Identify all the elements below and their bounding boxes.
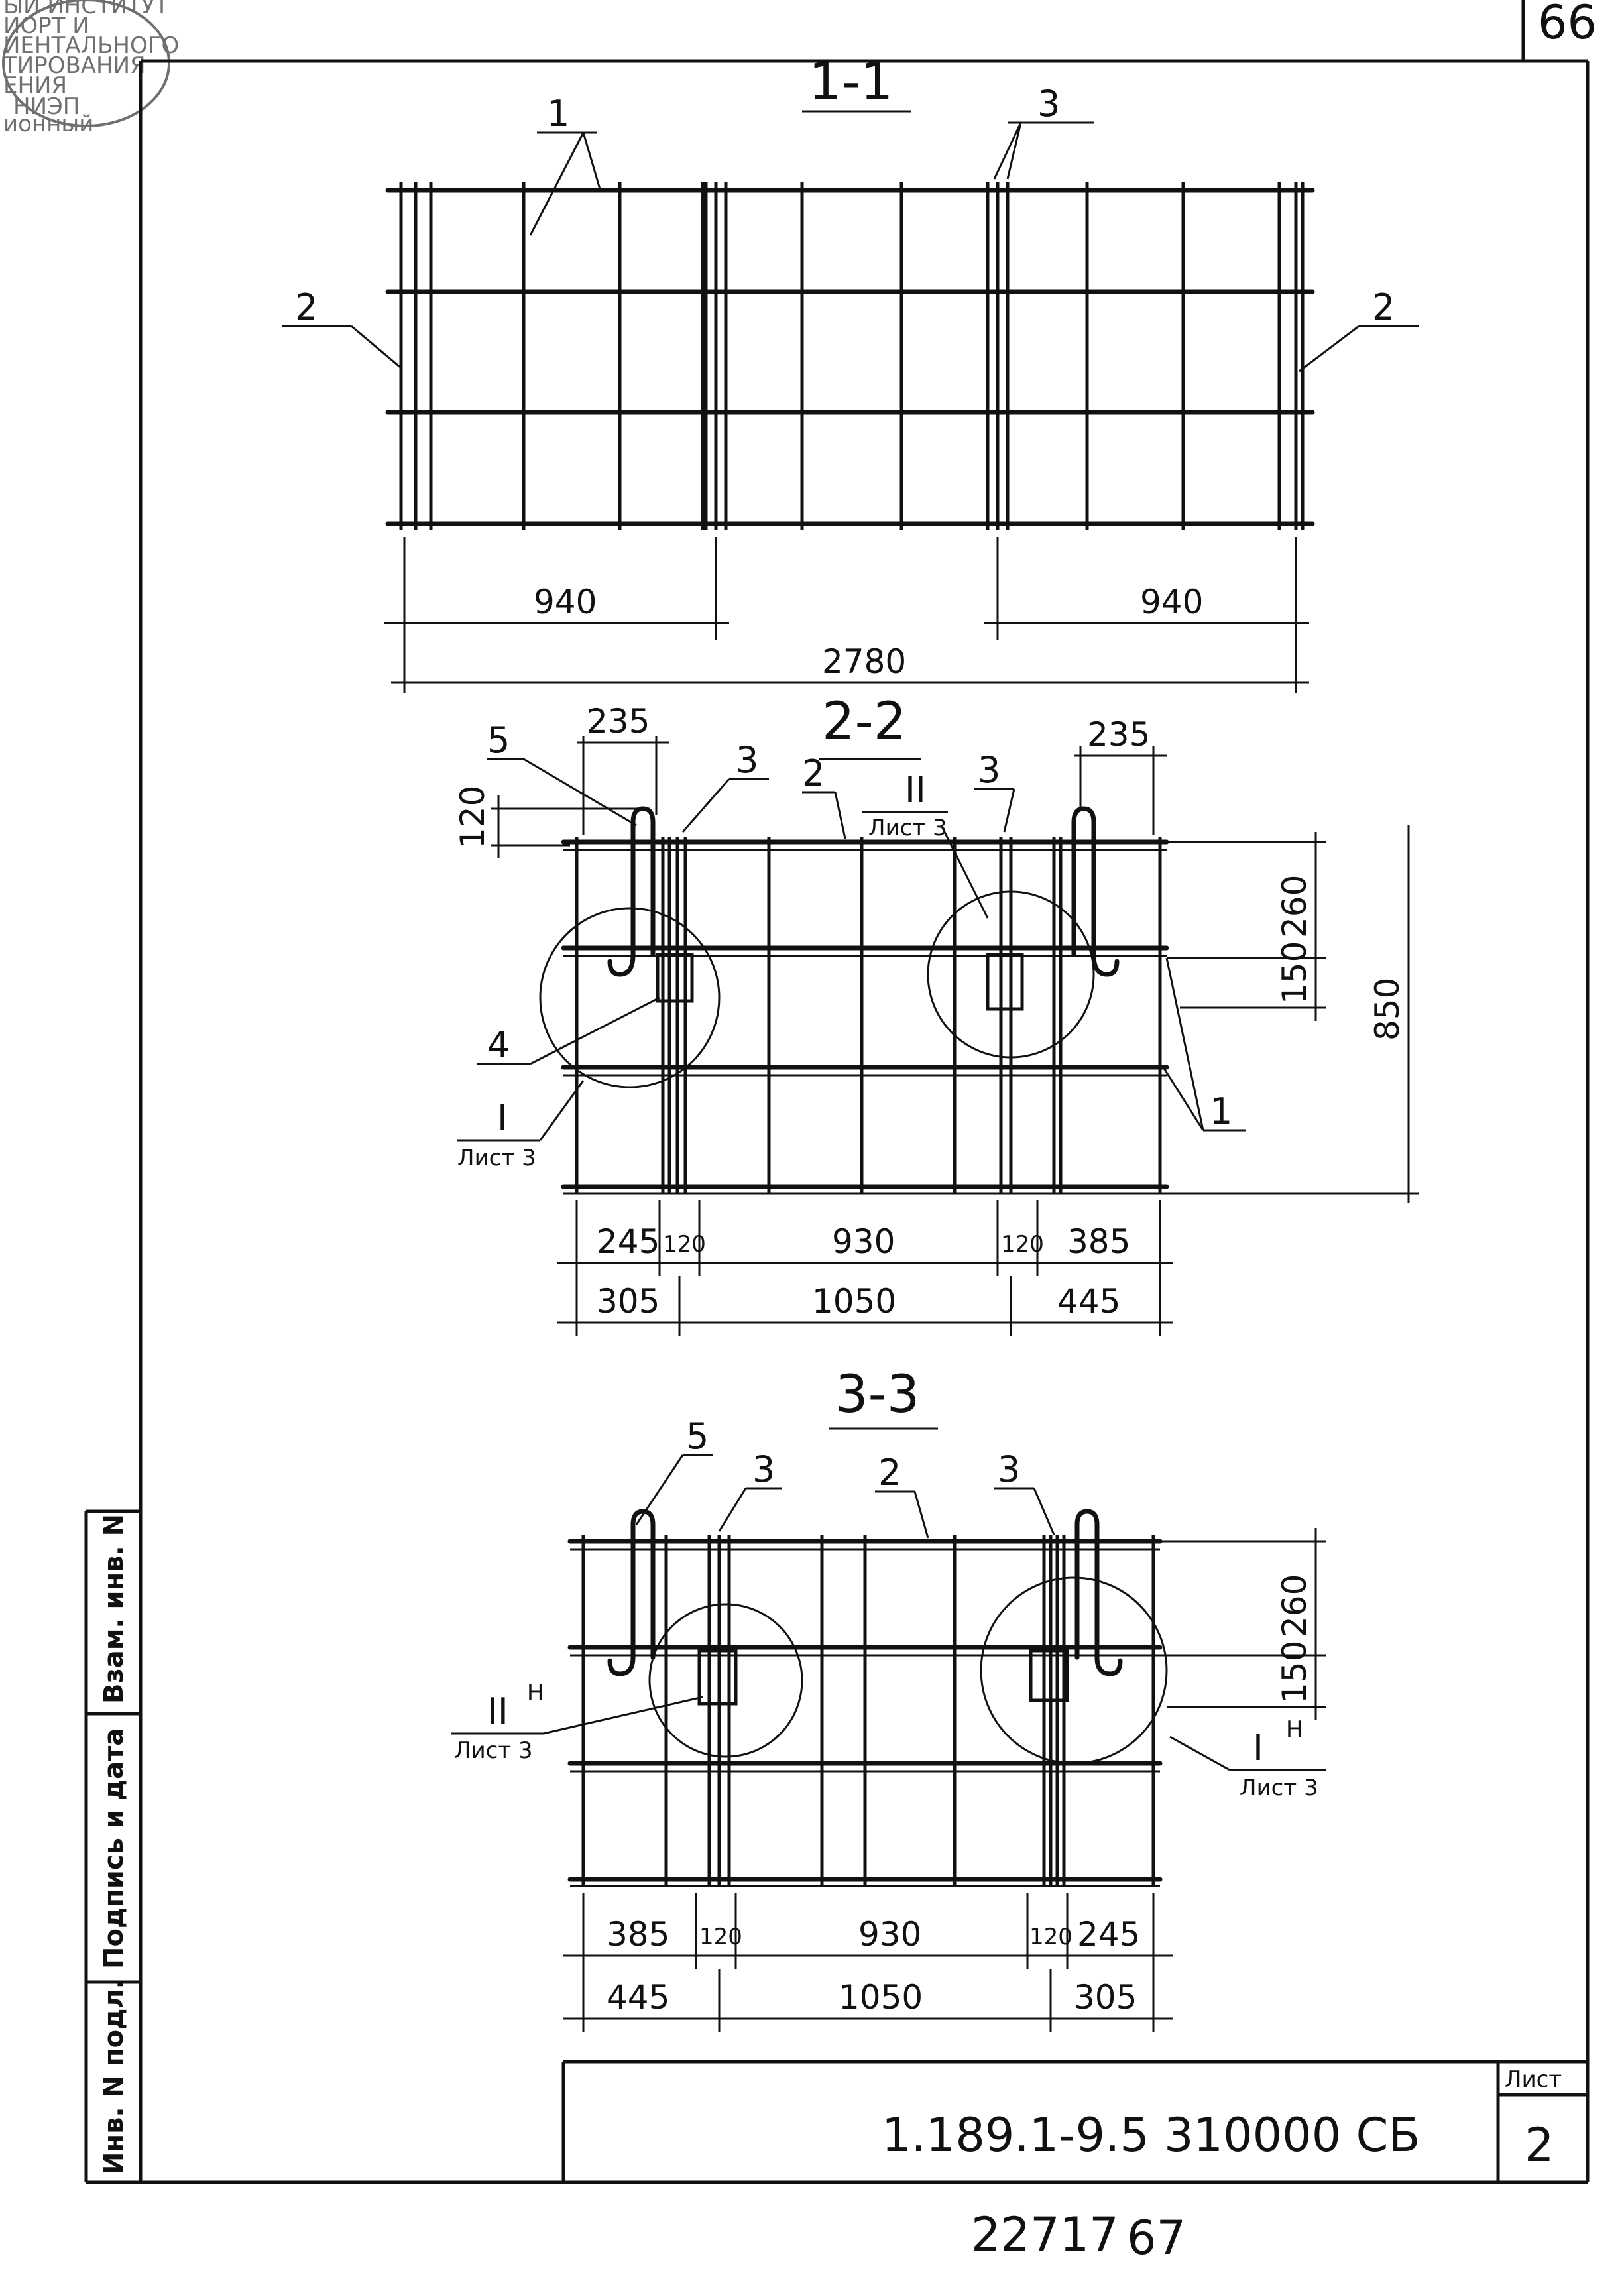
callout-2: 2 [802,752,825,794]
detail-ref-sup: Н [527,1680,544,1706]
sidebar-label-podpis: Подпись и дата [99,1728,129,1969]
dim-150: 150 [1275,941,1314,1004]
section-title: 1-1 [809,52,893,112]
callout-2-left: 2 [295,286,318,328]
detail-ref-mark: II [905,769,926,811]
dim-940-right: 940 [1140,583,1203,621]
sheet-label: Лист [1505,2066,1562,2093]
dim-385: 385 [1067,1222,1130,1261]
footer-number: 22717 [971,2207,1119,2262]
detail-ref-sheet: Лист 3 [1240,1775,1318,1801]
section-title: 3-3 [835,1365,919,1425]
detail-ref-mark: II [487,1690,508,1732]
dim-930: 930 [832,1222,895,1261]
dim-235-right: 235 [1087,715,1150,754]
dim-1050: 1050 [839,1978,923,2017]
dim-260: 260 [1275,1574,1314,1637]
dim-850: 850 [1368,978,1407,1041]
sheet-frame [86,0,1590,2184]
callout-2: 2 [878,1452,901,1494]
dim-260: 260 [1275,875,1314,938]
callout-3-right: 3 [978,749,1000,791]
section-title: 2-2 [822,692,906,752]
callout-3-left: 3 [752,1448,775,1490]
dim-1050: 1050 [812,1282,896,1321]
callout-1: 1 [1210,1090,1232,1132]
detail-ref-mark: I [1253,1727,1263,1769]
dim-940-left: 940 [534,583,597,621]
sheet-number: 2 [1525,2118,1554,2172]
dim-235-left: 235 [587,702,650,740]
dim-445: 445 [607,1978,669,2017]
dim-120: 120 [663,1231,706,1258]
dim-385: 385 [607,1915,669,1954]
dim-120: 120 [699,1924,742,1950]
dim-245: 245 [597,1222,660,1261]
stamp-line: ИЕНТАЛЬНОГО [3,32,179,59]
sidebar-label-vzam: Взам. инв. N [99,1514,129,1704]
dim-2780: 2780 [822,642,906,681]
sidebar-label-inv-podl: Инв. N подл. [99,1979,129,2174]
dim-305: 305 [1074,1978,1137,2017]
footer-page: 67 [1127,2211,1186,2265]
stamp-line: ионный [3,111,93,137]
section-1-1: 1-1 1 3 2 [282,52,1419,693]
detail-ref-sheet: Лист 3 [454,1737,533,1764]
detail-ref-sup: Н [1286,1716,1303,1743]
institute-stamp: ЫЙ ИНСТИТУТ ИОРТ И ИЕНТАЛЬНОГО ТИРОВАНИЯ… [2,0,179,137]
page-number: 66 [1538,0,1597,50]
callout-5: 5 [686,1415,709,1457]
document-code: 1.189.1-9.5 310000 СБ [882,2108,1420,2162]
stamp-line: ЫЙ ИНСТИТУТ [3,0,169,19]
detail-ref-sheet: Лист 3 [457,1145,536,1171]
callout-3-left: 3 [736,739,758,781]
stamp-line: ТИРОВАНИЯ [3,52,146,79]
callout-4: 4 [487,1024,510,1066]
detail-ref-sheet: Лист 3 [868,815,947,841]
stamp-line: НИЭП [13,93,80,120]
dim-445: 445 [1057,1282,1120,1321]
callout-1: 1 [547,93,569,135]
detail-ref-mark: I [497,1097,508,1139]
dim-120: 120 [1001,1231,1044,1258]
dim-245: 245 [1077,1915,1140,1954]
dim-120-vertical: 120 [453,786,492,849]
callout-3-right: 3 [998,1448,1020,1490]
dim-930: 930 [858,1915,921,1954]
callout-2-right: 2 [1372,286,1395,328]
section-2-2: 2-2 5 [453,692,1419,1336]
dim-305: 305 [597,1282,660,1321]
dim-150: 150 [1275,1641,1314,1704]
callout-3: 3 [1037,83,1060,125]
title-block: 1.189.1-9.5 310000 СБ Лист 2 [561,2060,1588,2182]
callout-5: 5 [487,719,510,761]
stamp-line: ИОРТ И [3,13,89,39]
dim-120: 120 [1029,1924,1073,1950]
stamp-line: ЕНИЯ [3,72,67,99]
sidebar-signature-columns: Инв. N подл. Подпись и дата Взам. инв. N [84,1509,141,2182]
section-3-3: 3-3 5 [451,1365,1326,2032]
